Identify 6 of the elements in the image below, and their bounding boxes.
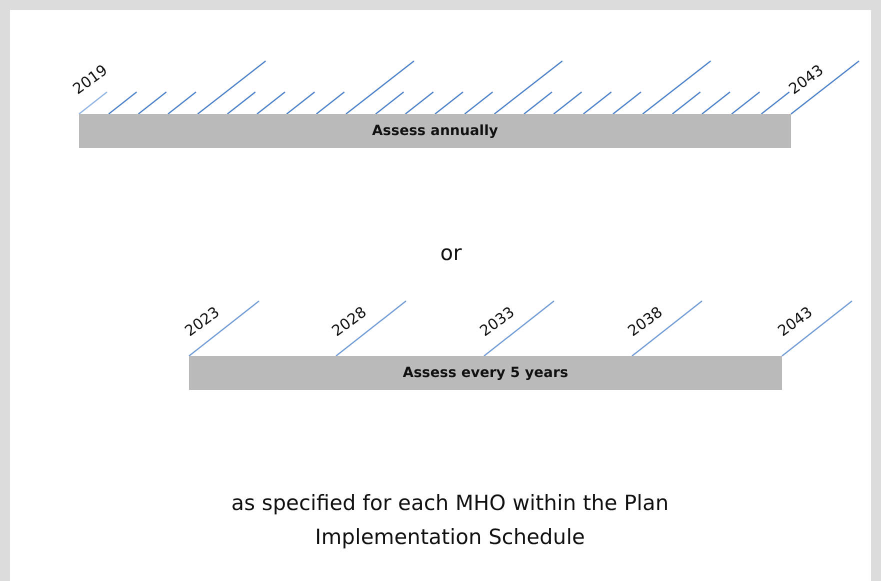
timeline-bar [79,114,791,148]
bar-label: Assess every 5 years [402,365,568,381]
timeline-bar [189,356,782,390]
separator-text: or [439,241,463,265]
bar-label: Assess annually [372,123,498,139]
caption: as specified for each MHO within the Plan Implementation Schedule [230,490,670,551]
